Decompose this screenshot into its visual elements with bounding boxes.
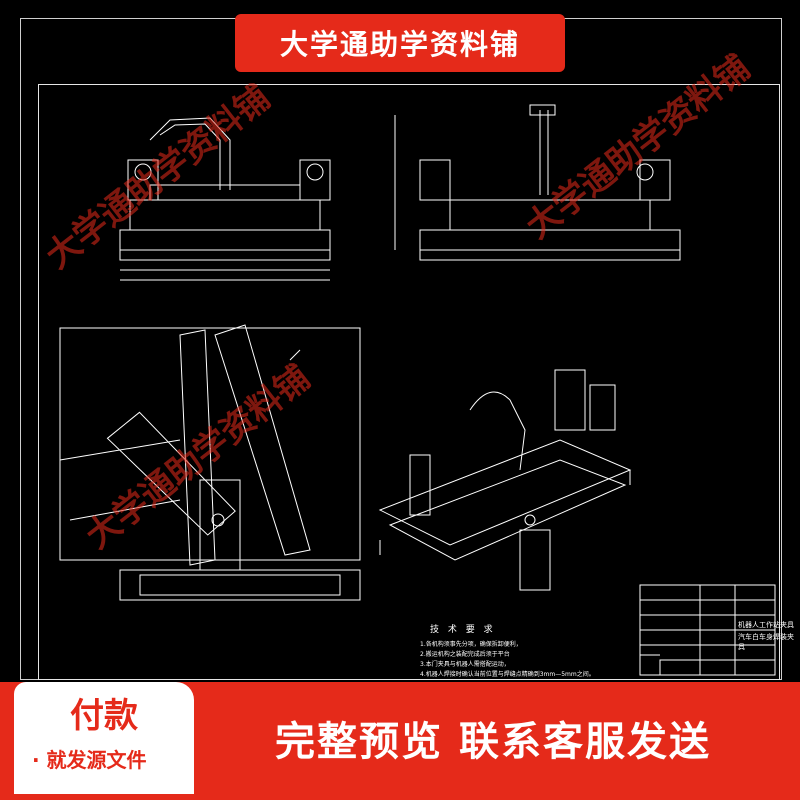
note-line: 3.本门夹具与机器人需搭配运动， [420, 661, 510, 668]
tech-requirements-notes: 1.各机构须事先分项，确保拆卸便利， 2.搬运机构之装配完成后须于平台 3.本门… [420, 640, 640, 680]
note-line: 2.搬运机构之装配完成后须于平台 [420, 651, 510, 658]
note-line: 4.机器人焊接时确认当前位置与焊缝点精确到3mm—5mm之间。 [420, 671, 595, 678]
pay-subtitle: · 就发源文件 [32, 748, 147, 772]
title-block-line2: 汽车白车身焊装夹具 [738, 633, 794, 651]
title-block-line1: 机器人工作站夹具 [738, 621, 794, 629]
tech-requirements-title: 技 术 要 求 [430, 625, 496, 635]
drawing-frame [38, 84, 780, 680]
pay-card[interactable]: 付款 · 就发源文件 [14, 682, 194, 794]
contact-cta[interactable]: 完整预览 联系客服发送 [275, 719, 711, 765]
note-line: 1.各机构须事先分项，确保拆卸便利， [420, 641, 522, 648]
pay-title: 付款 [70, 696, 138, 736]
banner-title: 大学通助学资料铺 [235, 14, 565, 72]
